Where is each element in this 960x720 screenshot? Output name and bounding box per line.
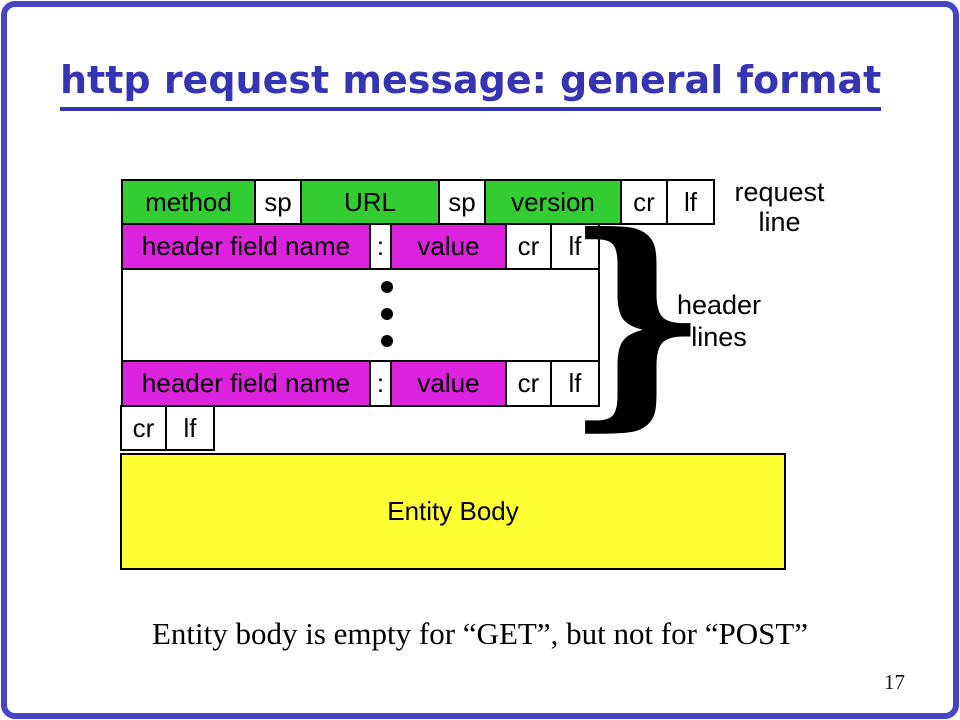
value-box: value	[392, 360, 507, 407]
url-box: URL	[302, 179, 440, 225]
header-line-row-top: header field name : value cr lf	[121, 223, 600, 270]
header-lines-annotation: header lines	[664, 289, 774, 353]
ellipsis-dot	[381, 308, 393, 320]
cr-box: cr	[120, 405, 167, 451]
sp-box: sp	[256, 179, 302, 225]
more-header-lines-box	[121, 268, 600, 362]
blank-line-row: cr lf	[120, 405, 215, 451]
lf-box: lf	[668, 179, 715, 225]
entity-body-label: Entity Body	[387, 496, 519, 526]
request-line-annotation-line1: request	[734, 177, 825, 207]
colon-box: :	[371, 360, 392, 407]
page-number: 17	[884, 670, 905, 694]
request-line-annotation: request line	[722, 177, 837, 237]
cr-box: cr	[507, 223, 552, 270]
ellipsis-dot	[381, 281, 393, 293]
header-field-name-box: header field name	[121, 223, 371, 270]
vertical-ellipsis-icon	[381, 281, 393, 347]
header-line-row-bottom: header field name : value cr lf	[121, 360, 600, 407]
header-lines-annotation-line1: header	[676, 290, 762, 320]
request-line-annotation-line2: line	[758, 207, 801, 237]
header-field-name-box: header field name	[121, 360, 371, 407]
sp-box: sp	[440, 179, 486, 225]
lf-box: lf	[552, 360, 600, 407]
request-line-row: method sp URL sp version cr lf	[121, 179, 715, 225]
slide-title: http request message: general format	[60, 58, 882, 111]
value-box: value	[392, 223, 507, 270]
entity-body-box: Entity Body	[120, 453, 786, 570]
cr-box: cr	[507, 360, 552, 407]
cr-box: cr	[622, 179, 668, 225]
version-box: version	[486, 179, 622, 225]
method-box: method	[121, 179, 256, 225]
lf-box: lf	[167, 405, 215, 451]
colon-box: :	[371, 223, 392, 270]
caption-text: Entity body is empty for “GET”, but not …	[151, 616, 809, 651]
ellipsis-dot	[381, 335, 393, 347]
header-lines-annotation-line2: lines	[691, 322, 747, 352]
